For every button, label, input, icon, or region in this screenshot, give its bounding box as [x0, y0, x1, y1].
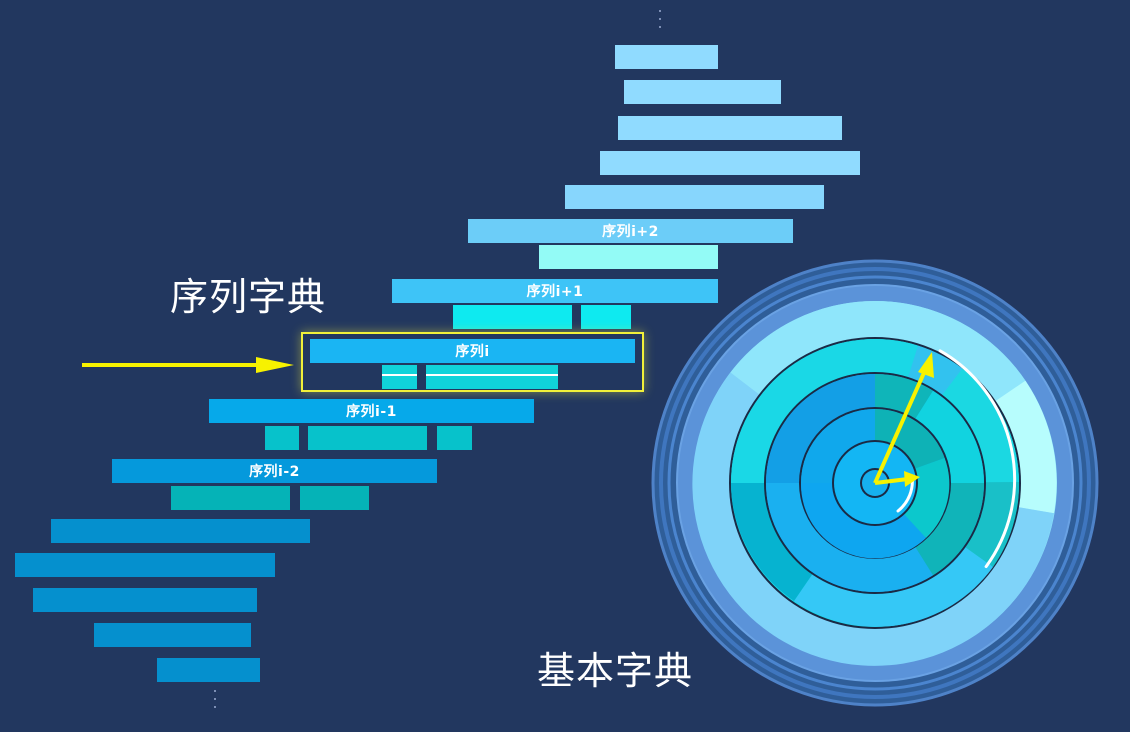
sequence-bar: [600, 151, 860, 175]
sub-bar: [382, 365, 417, 389]
sequence-bar: [51, 519, 310, 543]
sub-bar: [426, 365, 558, 389]
basic-dictionary-title: 基本字典: [537, 649, 694, 693]
continuation-dots-bottom: [214, 690, 216, 714]
sequence-bar-i-plus-1: 序列i+1: [392, 279, 718, 303]
sub-bar: [171, 486, 290, 510]
sub-bar: [437, 426, 472, 450]
sequence-bar: [94, 623, 251, 647]
sub-bar: [308, 426, 427, 450]
sub-bar: [265, 426, 299, 450]
continuation-dots-top: [659, 10, 661, 34]
sequence-label-i-minus-2: 序列i-2: [249, 464, 300, 480]
sequence-bar: [624, 80, 781, 104]
sequence-bar-i: 序列i: [310, 339, 635, 363]
sequence-bar-i-minus-2: 序列i-2: [112, 459, 437, 483]
sequence-bar: [157, 658, 260, 682]
sequence-label-i-minus-1: 序列i-1: [346, 404, 397, 420]
sequence-bar: [565, 185, 824, 209]
sub-bar: [539, 245, 718, 269]
sequence-bar-i-plus-2: 序列i+2: [468, 219, 793, 243]
sequence-bar-i-minus-1: 序列i-1: [209, 399, 534, 423]
sequence-bar: [33, 588, 257, 612]
sequence-label-i-plus-1: 序列i+1: [526, 284, 584, 300]
sub-bar: [300, 486, 369, 510]
sub-bar: [581, 305, 631, 329]
sequence-label-i: 序列i: [455, 344, 490, 360]
sequence-bar: [615, 45, 718, 69]
basic-dictionary-dial: [651, 259, 1099, 707]
sequence-dictionary-title: 序列字典: [170, 275, 327, 319]
current-sequence-highlight: [301, 332, 644, 392]
sequence-label-i-plus-2: 序列i+2: [602, 224, 659, 240]
sequence-bar: [15, 553, 275, 577]
sub-bar: [453, 305, 572, 329]
sequence-bar: [618, 116, 842, 140]
arrow-right-icon: [82, 357, 294, 373]
